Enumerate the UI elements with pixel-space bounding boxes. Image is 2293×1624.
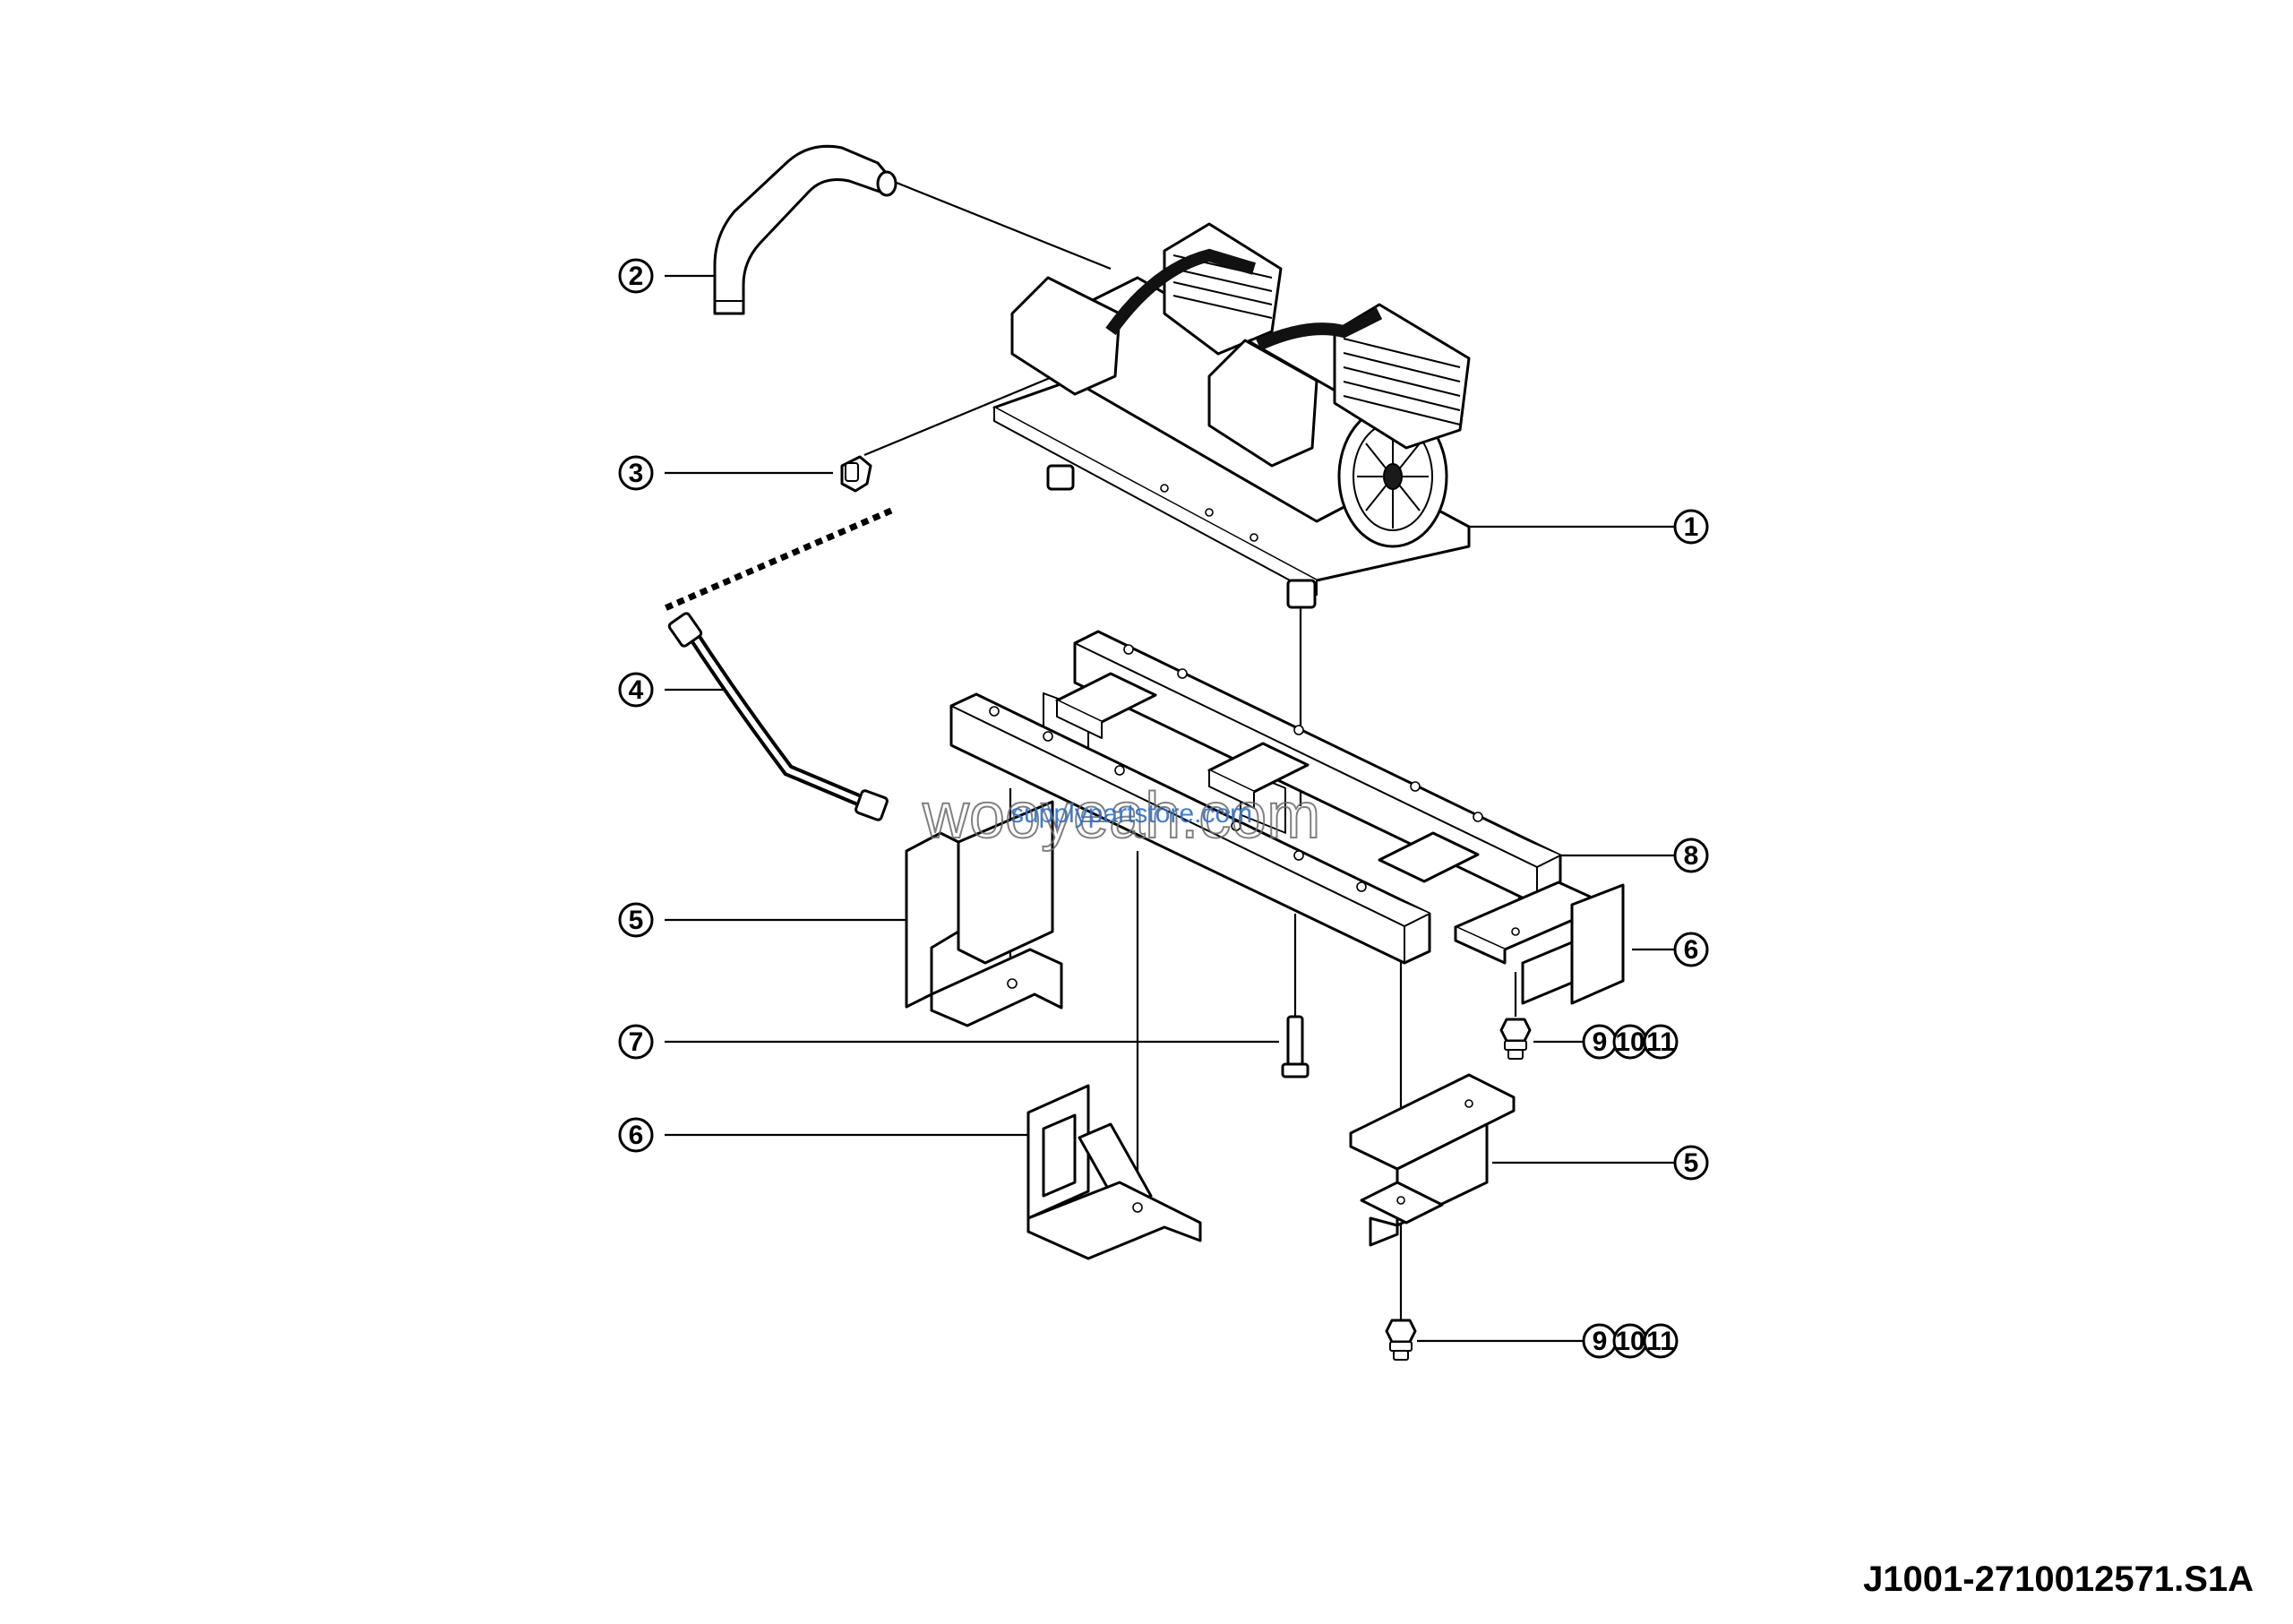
callout-circle: [1643, 1024, 1679, 1060]
callout-circle: [618, 672, 654, 708]
callout-circle: [618, 1117, 654, 1153]
callout-number: 10: [1615, 1027, 1645, 1057]
connection-dashed: [661, 507, 893, 613]
bracket-6-lower: [1026, 1084, 1202, 1260]
watermark-secondary: supplypartstore.com: [1010, 799, 1252, 829]
callout-c6a: 6: [1673, 932, 1709, 967]
callout-number: 1: [1684, 512, 1699, 542]
hose-part: [667, 612, 889, 821]
air-tube-part: [713, 144, 897, 315]
bolt-part: [1281, 1015, 1310, 1078]
bracket-5-left: [905, 800, 1063, 1027]
compressor-assembly: [992, 222, 1471, 834]
callout-circle: [618, 258, 654, 294]
callout-number: 7: [629, 1027, 644, 1057]
drawing-code-label: J1001-2710012571.S1A: [1863, 1560, 2254, 1599]
frame-holes: [989, 644, 1483, 892]
callout-c2: 2: [618, 258, 654, 294]
callout-number: 4: [629, 675, 644, 705]
callout-c4: 4: [618, 672, 654, 708]
callout-number: 10: [1615, 1327, 1645, 1356]
leader-2-to-pump: [891, 179, 1112, 271]
callout-number: 2: [629, 262, 644, 291]
callout-number: 5: [1684, 1148, 1699, 1178]
callout-circle: [1673, 1145, 1709, 1181]
callout-number: 9: [1593, 1027, 1608, 1057]
watermark-main: wooyeah.com: [922, 780, 1320, 852]
callout-number: 11: [1646, 1327, 1675, 1356]
callout-circle: [618, 902, 654, 938]
nut-set-upper: [1499, 1018, 1532, 1060]
callout-circle: [618, 1024, 654, 1060]
callout-circle: [1673, 838, 1709, 873]
callout-c3: 3: [618, 455, 654, 491]
callout-c8: 8: [1673, 838, 1709, 873]
callout-number: 8: [1684, 841, 1699, 871]
cylinder-head-right: [1333, 303, 1471, 450]
callout-circle: [1673, 932, 1709, 967]
callout-number: 6: [629, 1121, 644, 1150]
callout-c5a: 5: [618, 902, 654, 938]
fitting-part: [840, 455, 872, 493]
callout-number: 11: [1646, 1027, 1675, 1057]
callout-c7: 7: [618, 1024, 654, 1060]
bracket-6-right: [1454, 881, 1625, 1005]
callout-number: 9: [1593, 1327, 1608, 1356]
callout-c6b: 6: [618, 1117, 654, 1153]
callout-number: 3: [629, 459, 644, 488]
callout-circle: [1673, 509, 1709, 545]
callout-number: 5: [629, 906, 644, 935]
callout-c5b: 5: [1673, 1145, 1709, 1181]
callout-circle: [1643, 1323, 1679, 1359]
nut-set-lower: [1385, 1319, 1417, 1361]
callout-circle: [618, 455, 654, 491]
bracket-5-lower: [1349, 1073, 1516, 1247]
frame-rails: [949, 630, 1562, 965]
callout-number: 6: [1684, 935, 1699, 965]
callout-c1: 1: [1673, 509, 1709, 545]
